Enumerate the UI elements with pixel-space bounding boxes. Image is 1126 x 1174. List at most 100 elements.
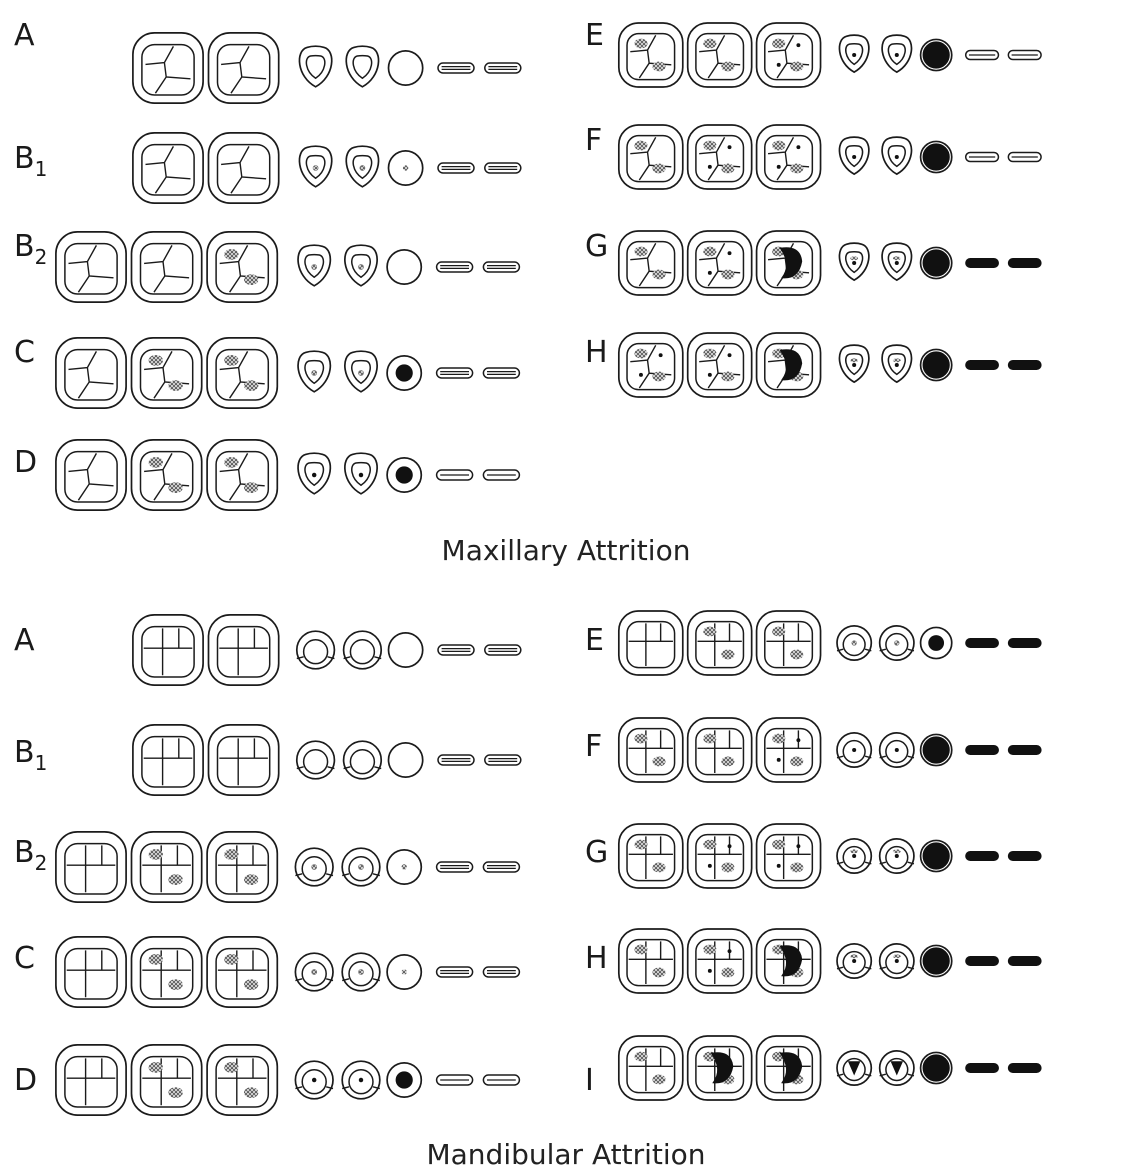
stage-label: B1 (14, 735, 47, 775)
molar-tooth (130, 231, 203, 303)
stage-row-man-left-2: B2 (14, 831, 521, 903)
molar-tooth (617, 1035, 684, 1101)
premolar-tooth (341, 952, 381, 992)
molar-tooth (617, 717, 684, 783)
stage-subscript: 1 (35, 751, 48, 775)
stage-row-man-right-0: E (585, 610, 1042, 676)
incisor-tooth (1007, 955, 1042, 967)
stage-row-man-left-1: B1 (14, 724, 522, 796)
molar-tooth (686, 610, 753, 676)
incisor-tooth (1007, 850, 1042, 862)
stage-label: I (585, 1063, 594, 1098)
stage-row-max-left-3: C (14, 335, 521, 409)
stage-subscript: 2 (35, 245, 48, 269)
stage-label: E (585, 18, 604, 53)
premolar-tooth (294, 1060, 334, 1100)
premolar-tooth (836, 838, 873, 874)
canine-tooth (386, 355, 423, 391)
molar-tooth (206, 1044, 279, 1116)
incisor-tooth (1007, 359, 1042, 371)
stage-subscript: 1 (35, 157, 48, 181)
stage-label: F (585, 729, 602, 764)
premolar-tooth (878, 732, 915, 768)
incisor-tooth (435, 861, 474, 873)
premolar-tooth (297, 244, 332, 287)
stage-label: D (14, 445, 37, 480)
canine-tooth (387, 150, 424, 186)
incisor-tooth (1007, 151, 1042, 163)
incisor-tooth (1007, 744, 1042, 756)
premolar-tooth (342, 630, 383, 670)
incisor-tooth (484, 62, 522, 74)
stage-label: E (585, 623, 604, 658)
molar-tooth (617, 230, 684, 296)
incisor-tooth (965, 850, 999, 862)
incisor-tooth (964, 151, 1000, 163)
premolar-tooth (881, 344, 913, 384)
stage-row-max-right-1: F (585, 123, 1042, 190)
incisor-tooth (965, 744, 999, 756)
premolar-tooth (295, 630, 336, 670)
canine-tooth (386, 954, 423, 990)
molar-tooth (686, 928, 753, 994)
incisor-tooth (1007, 49, 1042, 61)
stage-row-man-right-3: H (585, 928, 1042, 994)
premolar-tooth (836, 1050, 873, 1086)
canine-tooth (919, 733, 953, 767)
canine-tooth (386, 249, 423, 285)
incisor-tooth (965, 359, 999, 371)
molar-tooth (617, 928, 684, 994)
molar-tooth (130, 936, 203, 1008)
incisor-tooth (482, 367, 521, 379)
canine-tooth (919, 626, 953, 660)
stage-row-man-right-1: F (585, 717, 1042, 783)
canine-tooth (387, 632, 424, 668)
molar-tooth (617, 823, 684, 889)
stage-label: B1 (14, 141, 47, 181)
incisor-tooth (1007, 1062, 1042, 1074)
stage-row-max-left-1: B1 (14, 132, 522, 204)
molar-tooth (755, 610, 822, 676)
premolar-tooth (345, 45, 380, 88)
molar-tooth (132, 32, 204, 104)
molar-tooth (206, 231, 279, 303)
stage-label: D (14, 1063, 37, 1098)
stage-label: F (585, 123, 602, 158)
premolar-tooth (341, 847, 381, 887)
molar-tooth (207, 724, 280, 796)
stage-row-man-left-0: A (14, 614, 522, 686)
molar-tooth (686, 22, 753, 88)
molar-tooth (755, 230, 822, 296)
canine-tooth (919, 1051, 953, 1085)
premolar-tooth (297, 350, 332, 393)
canine-tooth (919, 944, 953, 978)
incisor-tooth (437, 62, 475, 74)
incisor-tooth (965, 955, 999, 967)
incisor-tooth (435, 261, 474, 273)
incisor-tooth (435, 966, 474, 978)
premolar-tooth (297, 452, 332, 495)
molar-tooth (686, 230, 753, 296)
premolar-tooth (341, 1060, 381, 1100)
molar-tooth (755, 1035, 822, 1101)
molar-tooth (132, 614, 204, 686)
molar-tooth (755, 717, 822, 783)
canine-tooth (919, 246, 953, 280)
stage-row-max-right-2: G (585, 229, 1042, 296)
canine-tooth (387, 742, 424, 778)
premolar-tooth (295, 740, 336, 780)
premolar-tooth (836, 943, 873, 979)
incisor-tooth (965, 257, 999, 269)
premolar-tooth (878, 943, 915, 979)
premolar-tooth (294, 952, 334, 992)
molar-tooth (130, 1044, 203, 1116)
molar-tooth (55, 439, 127, 511)
stage-label: B2 (14, 229, 47, 269)
incisor-tooth (435, 367, 474, 379)
molar-tooth (686, 332, 753, 398)
premolar-tooth (294, 847, 334, 887)
incisor-tooth (484, 644, 522, 656)
molar-tooth (130, 439, 203, 511)
stage-row-max-left-4: D (14, 439, 521, 511)
